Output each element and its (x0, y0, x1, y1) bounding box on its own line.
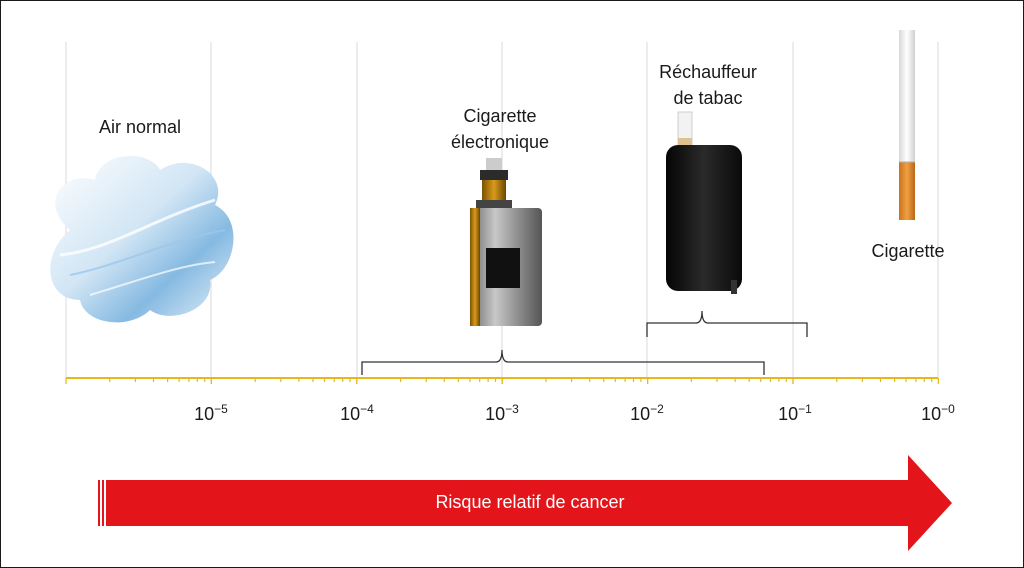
risk-arrow (98, 455, 952, 551)
ecig-label-line1: Cigarette (463, 106, 537, 126)
tick-label-1e-1: 10−1 (778, 402, 812, 424)
heater-label-line2: de tabac (673, 88, 743, 108)
ecig-range-bracket (361, 349, 765, 375)
air-cloud-icon (50, 156, 234, 323)
tick-label-1e0: 10−0 (921, 402, 955, 424)
heater-range-bracket (646, 310, 808, 337)
tick-label-1e-5: 10−5 (194, 402, 228, 424)
ecig-label: Cigarette électronique (430, 103, 570, 155)
heater-label-line1: Réchauffeur (659, 62, 757, 82)
tick-label-1e-3: 10−3 (485, 402, 519, 424)
arrow-label: Risque relatif de cancer (435, 492, 625, 512)
ecig-label-line2: électronique (450, 132, 550, 152)
heater-label: Réchauffeur de tabac (648, 59, 768, 111)
tick-label-1e-4: 10−4 (340, 402, 374, 424)
e-cigarette-icon (470, 158, 542, 326)
tick-label-1e-2: 10−2 (630, 402, 664, 424)
tobacco-heater-icon (666, 111, 742, 294)
cigarette-label: Cigarette (871, 241, 945, 261)
cigarette-icon (899, 30, 915, 220)
air-normal-label: Air normal (98, 117, 182, 137)
log-axis (65, 377, 940, 384)
